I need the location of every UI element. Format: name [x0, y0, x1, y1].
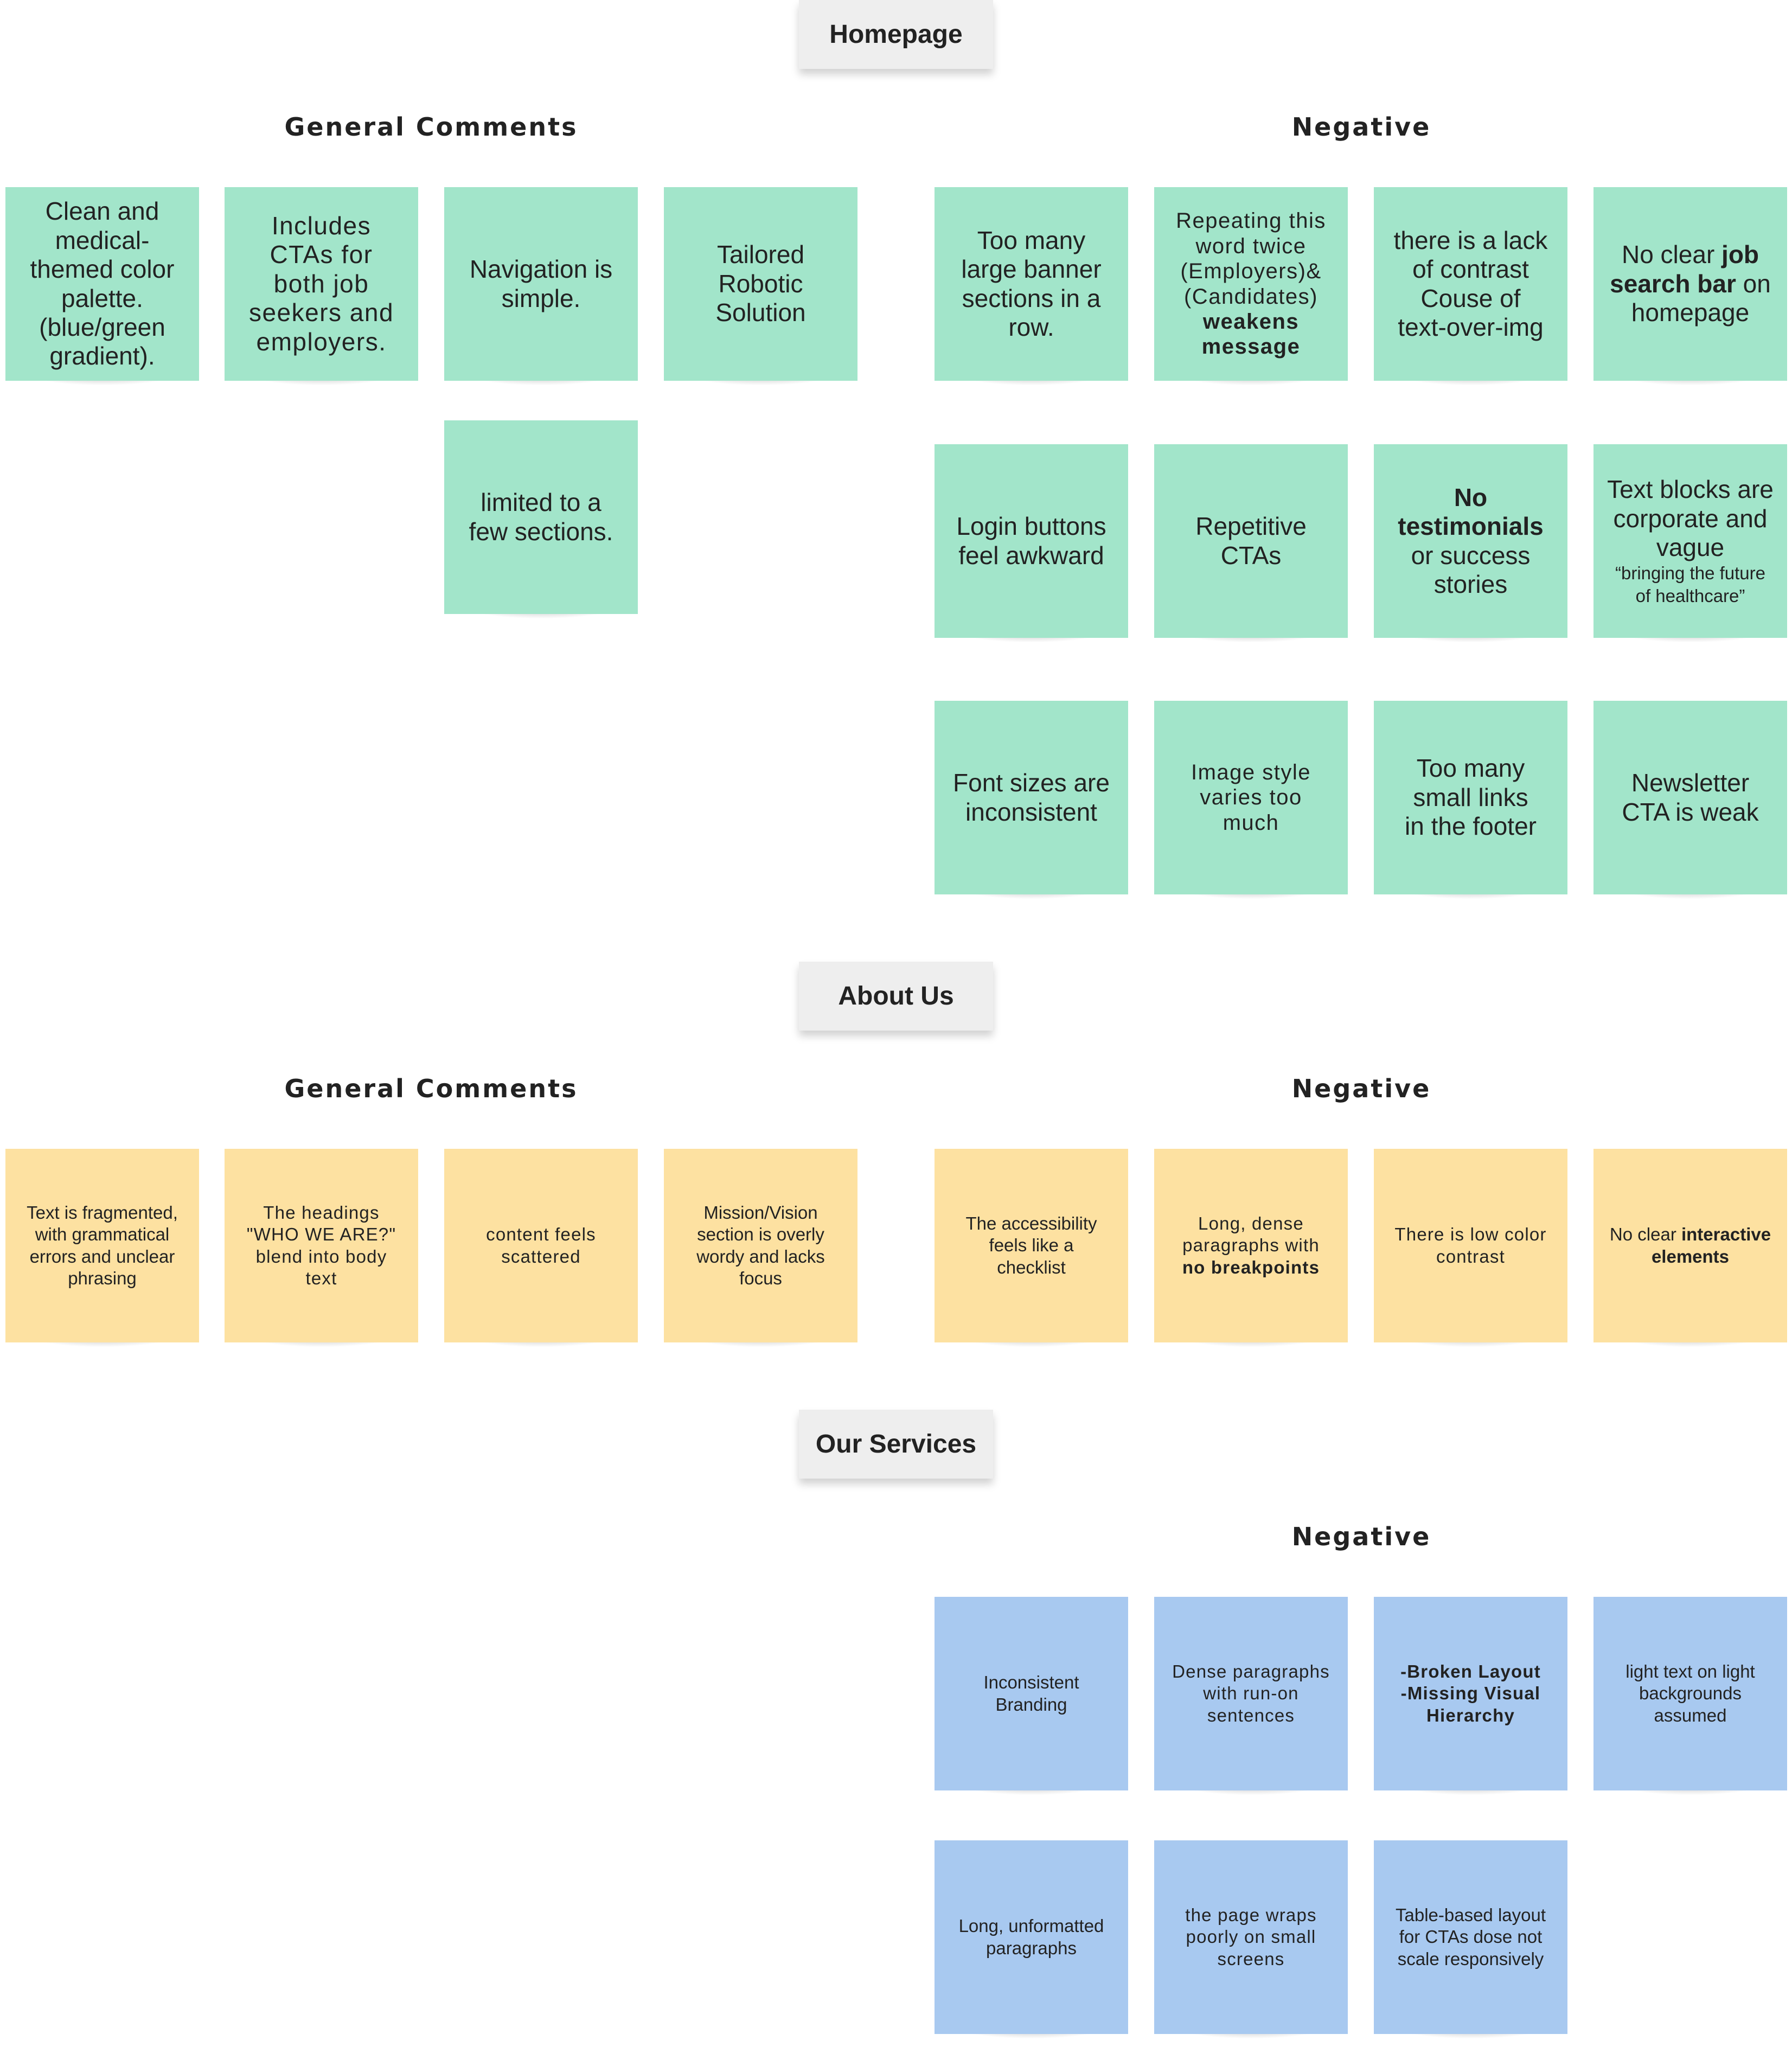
homepage-negative-note[interactable]: No clear job search bar on homepage — [1593, 187, 1787, 385]
about-general-note[interactable]: Mission/Vision section is overly wordy a… — [664, 1149, 857, 1347]
homepage-negative-note[interactable]: Image style varies too much — [1154, 701, 1348, 899]
homepage-negative-note[interactable]: Text blocks are corporate and vague “bri… — [1593, 444, 1787, 642]
section-label-about-us[interactable]: About Us — [799, 962, 993, 1031]
about-general-note[interactable]: Text is fragmented, with grammatical err… — [5, 1149, 199, 1347]
about-negative-note[interactable]: Long, dense paragraphs with no breakpoin… — [1154, 1149, 1348, 1347]
homepage-general-note[interactable]: Navigation is simple. — [444, 187, 638, 385]
homepage-general-heading: General Comments — [284, 112, 578, 142]
services-negative-note[interactable]: Inconsistent Branding — [935, 1597, 1128, 1795]
homepage-negative-note[interactable]: Repetitive CTAs — [1154, 444, 1348, 642]
services-negative-heading: Negative — [1291, 1522, 1431, 1551]
homepage-negative-note[interactable]: there is a lack of contrast Couse of tex… — [1374, 187, 1567, 385]
services-negative-note[interactable]: Table-based layout for CTAs dose not sca… — [1374, 1840, 1567, 2038]
services-negative-note[interactable]: Dense paragraphs with run-on sentences — [1154, 1597, 1348, 1795]
about-negative-note[interactable]: No clear interactive elements — [1593, 1149, 1787, 1347]
homepage-general-note[interactable]: Tailored Robotic Solution — [664, 187, 857, 385]
homepage-negative-note[interactable]: Too many large banner sections in a row. — [935, 187, 1128, 385]
about-negative-note[interactable]: There is low color contrast — [1374, 1149, 1567, 1347]
section-label-homepage[interactable]: Homepage — [799, 0, 993, 69]
homepage-negative-note[interactable]: Newsletter CTA is weak — [1593, 701, 1787, 899]
homepage-general-note[interactable]: Includes CTAs for both job seekers and e… — [225, 187, 418, 385]
about-general-note[interactable]: content feels scattered — [444, 1149, 638, 1347]
about-general-heading: General Comments — [284, 1074, 578, 1103]
homepage-negative-note[interactable]: Too many small links in the footer — [1374, 701, 1567, 899]
homepage-negative-note[interactable]: Font sizes are inconsistent — [935, 701, 1128, 899]
homepage-general-note[interactable]: limited to a few sections. — [444, 420, 638, 618]
homepage-negative-note[interactable]: Repeating this word twice (Employers)& (… — [1154, 187, 1348, 385]
homepage-negative-note[interactable]: Login buttons feel awkward — [935, 444, 1128, 642]
services-negative-note[interactable]: -Broken Layout -Missing Visual Hierarchy — [1374, 1597, 1567, 1795]
about-negative-note[interactable]: The accessibility feels like a checklist — [935, 1149, 1128, 1347]
section-label-our-services[interactable]: Our Services — [799, 1410, 993, 1479]
homepage-negative-note[interactable]: No testimonials or success stories — [1374, 444, 1567, 642]
about-negative-heading: Negative — [1291, 1074, 1431, 1103]
services-negative-note[interactable]: Long, unformatted paragraphs — [935, 1840, 1128, 2038]
homepage-negative-heading: Negative — [1291, 112, 1431, 142]
homepage-general-note[interactable]: Clean and medical- themed color palette.… — [5, 187, 199, 385]
about-general-note[interactable]: The headings "WHO WE ARE?" blend into bo… — [225, 1149, 418, 1347]
services-negative-note[interactable]: light text on light backgrounds assumed — [1593, 1597, 1787, 1795]
services-negative-note[interactable]: the page wraps poorly on small screens — [1154, 1840, 1348, 2038]
